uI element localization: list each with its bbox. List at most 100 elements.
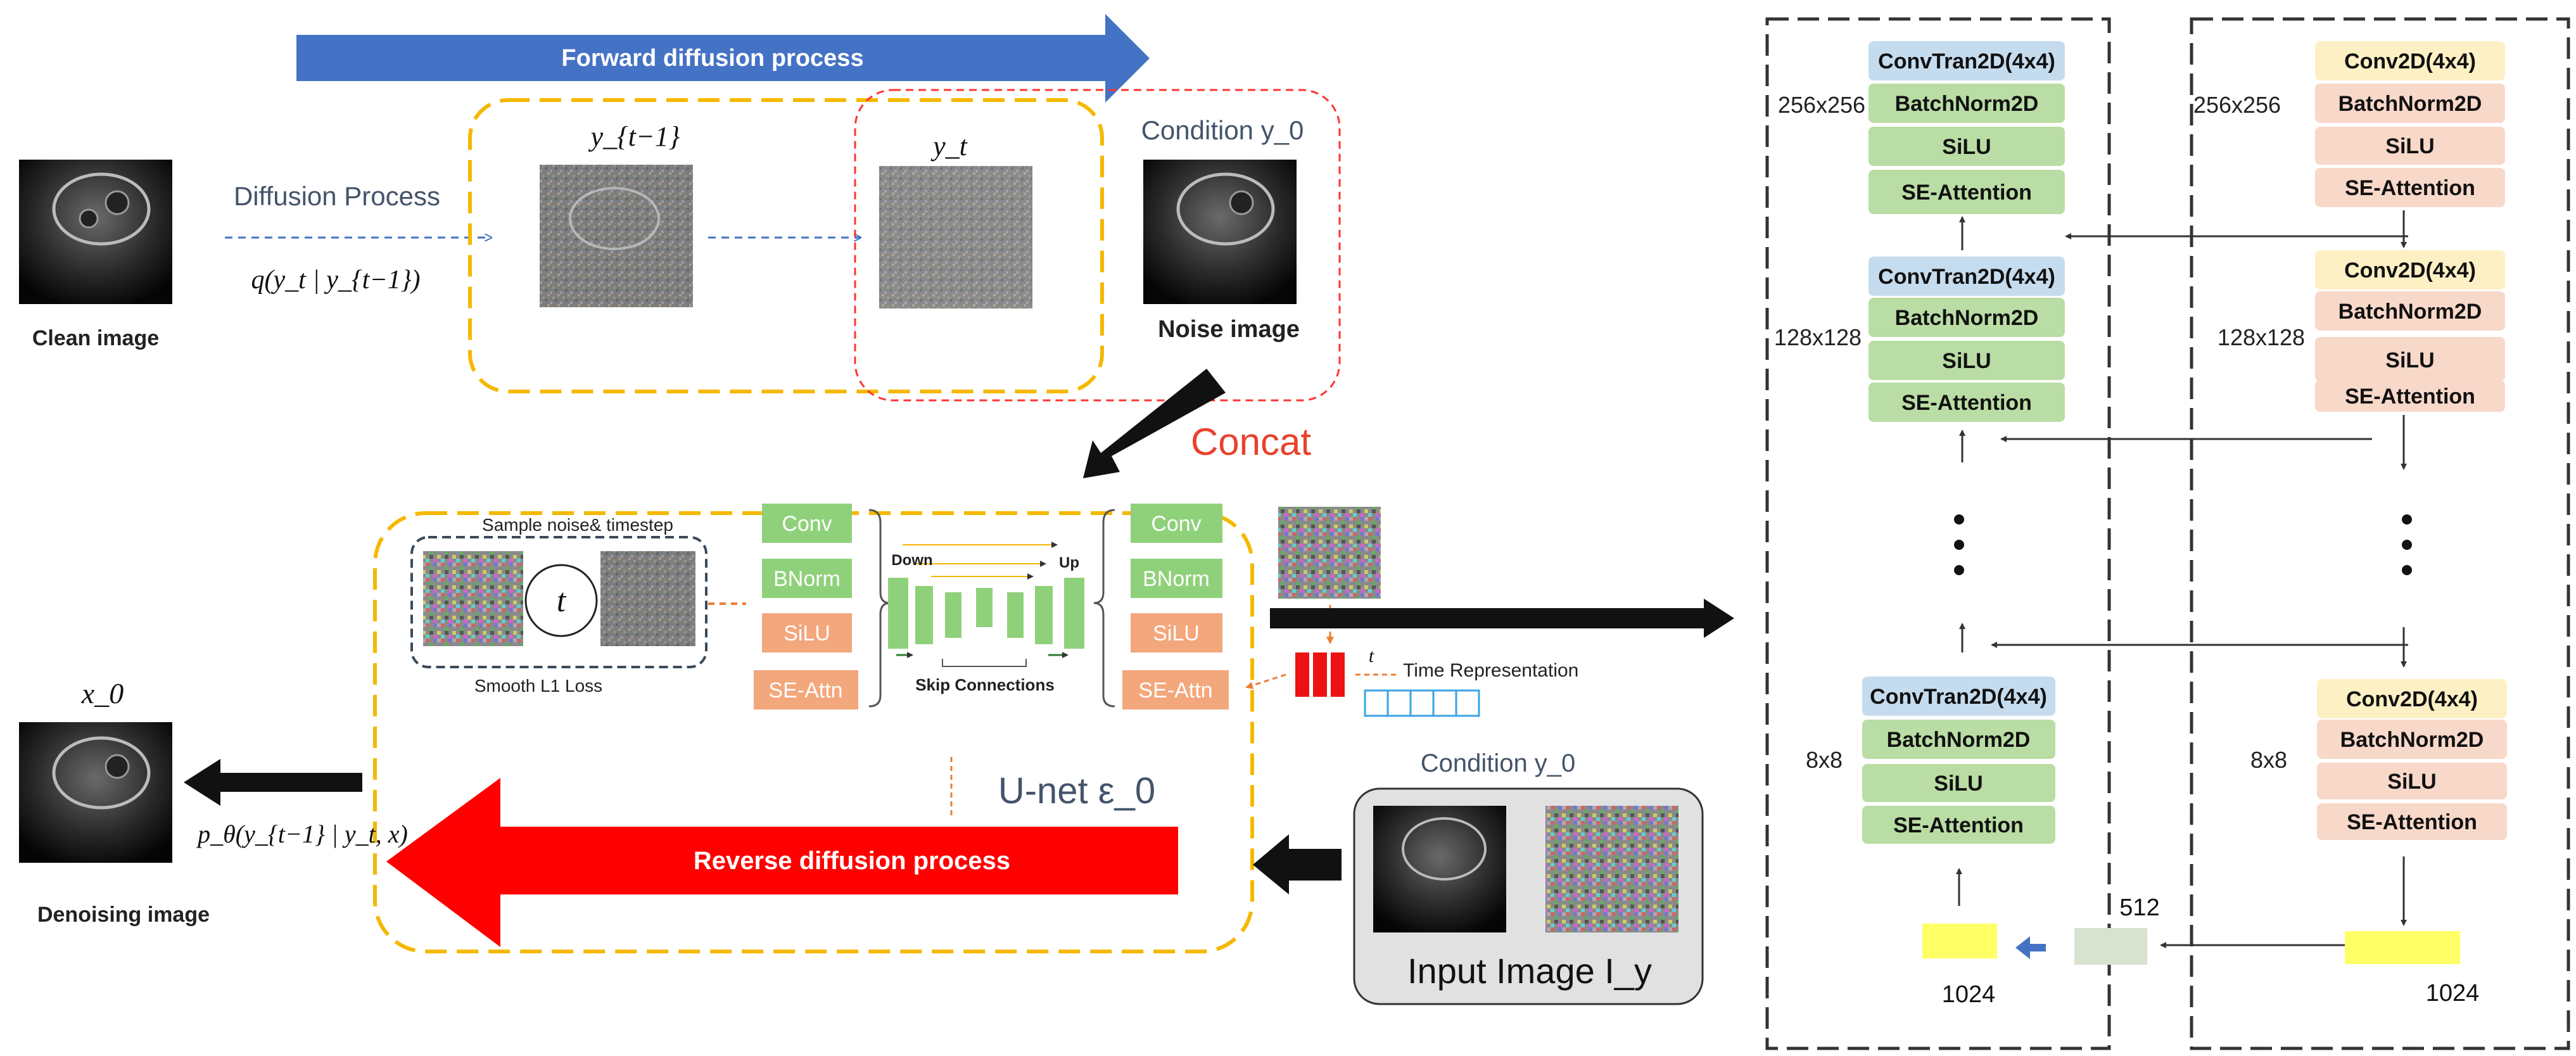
bottleneck-value: 512 xyxy=(2119,894,2159,921)
decoder-128-convtran: ConvTran2D(4x4) xyxy=(1878,265,2055,289)
decoder-8-silu: SiLU xyxy=(1934,772,1983,796)
output-arrow xyxy=(184,759,362,806)
condition-to-reverse-arrow xyxy=(1253,834,1342,894)
decoder-stage-256: 256x256 ConvTran2D(4x4) BatchNorm2D SiLU… xyxy=(1778,41,2065,214)
left-block-conv-label: Conv xyxy=(782,512,832,536)
q-formula: q(y_t | y_{t−1}) xyxy=(251,265,420,295)
decoder-stage-128: 128x128 ConvTran2D(4x4) BatchNorm2D SiLU… xyxy=(1774,257,2065,422)
input-image-label: Input Image I_y xyxy=(1407,951,1652,991)
forward-diffusion-label: Forward diffusion process xyxy=(561,45,863,72)
decoder-ellipsis xyxy=(1954,514,1964,575)
concat-arrow xyxy=(1083,369,1226,478)
mini-unet xyxy=(888,542,1084,667)
encoder-size-256: 256x256 xyxy=(2193,92,2281,118)
encoder-ellipsis xyxy=(2402,514,2412,575)
decoder-8-batchnorm: BatchNorm2D xyxy=(1887,728,2031,752)
encoder-128-seattn: SE-Attention xyxy=(2345,385,2475,409)
clean-image-caption: Clean image xyxy=(32,326,159,350)
y-t-image xyxy=(879,166,1032,309)
denoised-image xyxy=(19,722,172,863)
decoder-size-8: 8x8 xyxy=(1806,747,1843,773)
left-block-silu-label: SiLU xyxy=(784,621,830,646)
decoder-8-seattn: SE-Attention xyxy=(1893,813,2024,837)
loss-label: Smooth L1 Loss xyxy=(474,676,602,696)
reverse-condition-label: Condition y_0 xyxy=(1421,749,1576,777)
noise-image xyxy=(1143,160,1297,304)
bottleneck-block xyxy=(2074,928,2147,965)
encoder-128-conv: Conv2D(4x4) xyxy=(2344,258,2476,283)
forward-condition-label: Condition y_0 xyxy=(1141,115,1304,145)
left-block-bnorm-label: BNorm xyxy=(773,567,841,591)
left-brace xyxy=(868,509,891,708)
encoder-column-box xyxy=(2190,17,2570,1050)
right-block-conv xyxy=(1131,504,1222,543)
left-block-seattn xyxy=(754,670,858,709)
sample-noise-image xyxy=(423,551,523,646)
concat-label: Concat xyxy=(1191,421,1311,463)
y-prev-image xyxy=(540,165,693,307)
time-embedding-red xyxy=(1295,652,1345,697)
encoder-bottom-value: 1024 xyxy=(2426,980,2480,1007)
diffusion-process-label: Diffusion Process xyxy=(234,181,440,211)
y-prev-label: y_{t−1} xyxy=(588,121,680,152)
timestep-circle xyxy=(524,564,598,637)
decoder-256-batchnorm: BatchNorm2D xyxy=(1895,92,2039,116)
decoder-256-seattn: SE-Attention xyxy=(1901,181,2032,205)
left-block-conv xyxy=(762,504,852,543)
encoder-8-conv: Conv2D(4x4) xyxy=(2346,687,2478,711)
decoder-column-box xyxy=(1765,17,2111,1050)
sample-noise-label: Sample noise& timestep xyxy=(482,515,673,535)
condition-group-box xyxy=(854,89,1341,402)
down-label: Down xyxy=(891,552,932,569)
right-block-seattn xyxy=(1122,670,1229,709)
to-architecture-arrow xyxy=(1270,599,1734,638)
x0-label: x_0 xyxy=(81,677,124,709)
right-block-bnorm-label: BNorm xyxy=(1143,567,1210,591)
timestep-symbol: t xyxy=(557,583,567,619)
right-block-silu xyxy=(1131,613,1222,652)
decoder-size-128: 128x128 xyxy=(1774,324,1862,350)
left-block-bnorm xyxy=(762,559,852,598)
encoder-stage-256: 256x256 Conv2D(4x4) BatchNorm2D SiLU SE-… xyxy=(2193,41,2505,207)
p-formula: p_θ(y_{t−1} | y_t, x) xyxy=(196,820,408,848)
decoder-8-convtran: ConvTran2D(4x4) xyxy=(1870,685,2047,709)
denoising-caption: Denoising image xyxy=(37,903,210,927)
right-block-stack: Conv BNorm SiLU SE-Attn xyxy=(1122,504,1229,709)
encoder-input-block xyxy=(2345,931,2460,964)
unet-label: U-net ε_0 xyxy=(998,770,1155,811)
encoder-256-batchnorm: BatchNorm2D xyxy=(2338,92,2482,116)
condition-noise-image xyxy=(1545,806,1678,932)
clean-image xyxy=(19,160,172,304)
skip-connections-label: Skip Connections xyxy=(915,675,1055,694)
condition-us-image xyxy=(1373,806,1506,932)
up-label: Up xyxy=(1059,554,1079,571)
right-brace xyxy=(1093,509,1115,708)
encoder-128-batchnorm: BatchNorm2D xyxy=(2338,300,2482,324)
encoder-256-silu: SiLU xyxy=(2385,134,2434,158)
y-t-label: y_t xyxy=(930,130,968,162)
time-t-label: t xyxy=(1369,646,1374,666)
encoder-stage-128: 128x128 Conv2D(4x4) BatchNorm2D SiLU SE-… xyxy=(2218,250,2505,412)
encoder-size-128: 128x128 xyxy=(2218,324,2305,350)
decoder-128-seattn: SE-Attention xyxy=(1901,391,2032,415)
decoder-stage-8: 8x8 ConvTran2D(4x4) BatchNorm2D SiLU SE-… xyxy=(1806,677,2055,844)
left-block-stack: Conv BNorm SiLU SE-Attn xyxy=(754,504,858,709)
right-block-silu-label: SiLU xyxy=(1153,621,1200,646)
noise-image-caption: Noise image xyxy=(1158,316,1300,343)
encoder-128-silu: SiLU xyxy=(2385,348,2434,372)
decoder-bottom-value: 1024 xyxy=(1942,981,1996,1008)
decoder-256-silu: SiLU xyxy=(1942,135,1991,159)
time-to-block-arrow xyxy=(1245,673,1286,689)
bottleneck-blue-arrow xyxy=(2015,936,2046,959)
decoder-output-block xyxy=(1922,924,1997,958)
decoder-128-silu: SiLU xyxy=(1942,349,1991,373)
sample-noise-box xyxy=(410,536,707,668)
right-block-conv-label: Conv xyxy=(1151,512,1201,536)
encoder-256-seattn: SE-Attention xyxy=(2345,176,2475,200)
encoder-8-seattn: SE-Attention xyxy=(2347,810,2477,834)
left-block-seattn-label: SE-Attn xyxy=(768,678,842,703)
reverse-diffusion-arrow xyxy=(386,778,1178,947)
noise-target-image xyxy=(600,551,695,646)
